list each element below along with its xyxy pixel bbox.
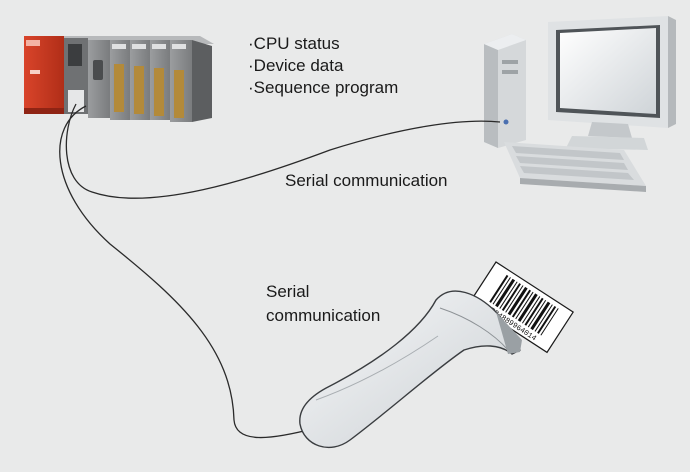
cable-plc-to-computer <box>65 103 501 199</box>
plc-unit-icon <box>24 36 214 122</box>
desktop-computer-icon <box>484 16 676 192</box>
serial-label-line-1: Serial <box>266 282 310 301</box>
barcode-reader-icon <box>299 290 522 449</box>
cable-plc-to-scanner <box>59 105 317 439</box>
serial-label-line-2: communication <box>266 306 381 325</box>
transferred-data-list: ·CPU status ·Device data ·Sequence progr… <box>248 33 398 99</box>
serial-cables <box>59 103 501 439</box>
serial-communication-label-top: Serial communication <box>285 171 448 190</box>
serial-communication-label-bottom: Serial communication <box>266 281 380 329</box>
data-item-cpu-status: ·CPU status <box>248 34 340 53</box>
data-item-sequence-program: ·Sequence program <box>248 78 399 97</box>
data-item-device-data: ·Device data <box>248 56 344 75</box>
